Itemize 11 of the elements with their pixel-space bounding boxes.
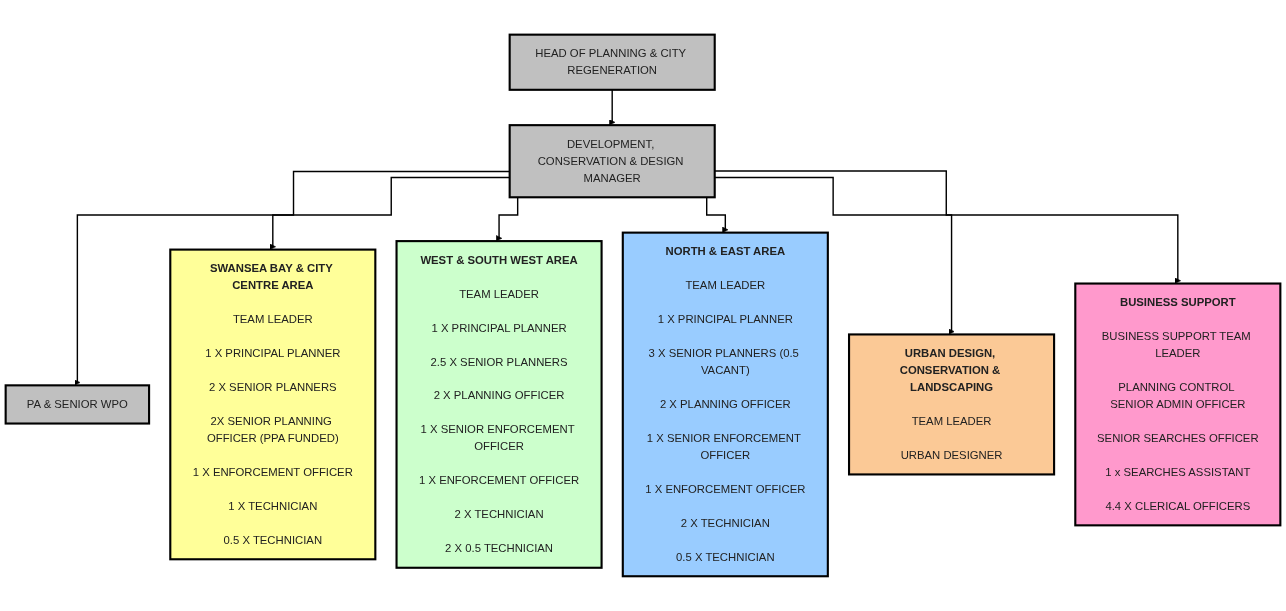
node-box: BUSINESS SUPPORT BUSINESS SUPPORT TEAM LEADER PLANNING CONTROL SENIOR ADMIN OFFICER SENIOR SEARCHES OFFICER 1 x SEARCHES ASSISTANT 4.4 X CLERICAL OFFICERS: [1074, 282, 1282, 527]
node-box: PA & SENIOR WPO: [4, 384, 151, 425]
node-box: URBAN DESIGN, CONSERVATION & LANDSCAPING TEAM LEADER URBAN DESIGNER: [848, 333, 1056, 476]
node-box: NORTH & EAST AREA TEAM LEADER 1 X PRINCIPAL PLANNER 3 X SENIOR PLANNERS (0.5 VACANT) 2 X PLANNING OFFICER 1 X SENIOR ENFORCEMENT OFFICER 1 X ENFORCEMENT OFFICER 2 X TECHNICIAN 0.5 X TECHNICIAN: [621, 231, 829, 578]
node-box: WEST & SOUTH WEST AREA TEAM LEADER 1 X PRINCIPAL PLANNER 2.5 X SENIOR PLANNERS 2 X PLANNING OFFICER 1 X SENIOR ENFORCEMENT OFFICER 1 X ENFORCEMENT OFFICER 2 X TECHNICIAN 2 X 0.5 TECHNICIAN: [395, 240, 603, 569]
node-box: DEVELOPMENT, CONSERVATION & DESIGN MANAGER: [508, 124, 716, 199]
arrow: [714, 170, 1181, 284]
node-box: SWANSEA BAY & CITY CENTRE AREA TEAM LEADER 1 X PRINCIPAL PLANNER 2 X SENIOR PLANNERS 2X SENIOR PLANNING OFFICER (PPA FUNDED) 1 X ENFORCEMENT OFFICER 1 X TECHNICIAN 0.5 X TECHNICIAN: [169, 248, 377, 561]
arrow: [714, 176, 955, 335]
node-box: HEAD OF PLANNING & CITY REGENERATION: [508, 33, 716, 91]
arrow: [609, 89, 616, 126]
